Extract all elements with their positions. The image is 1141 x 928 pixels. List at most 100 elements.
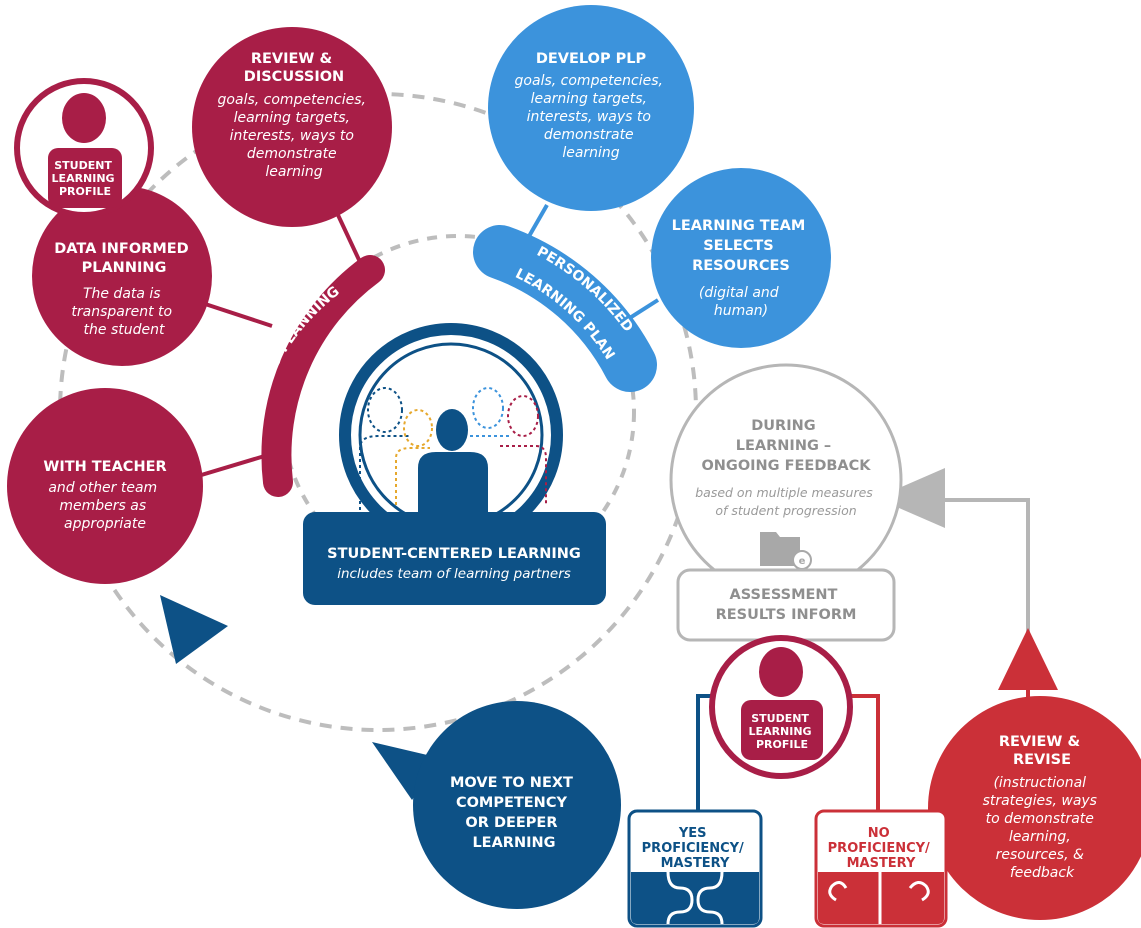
with-teacher-title: WITH TEACHER	[43, 459, 166, 475]
with-teacher-body-line2: members as	[59, 498, 146, 514]
review-revise-circle: REVIEW & REVISE (instructional strategie…	[928, 696, 1141, 920]
puzzle-piece-icon	[631, 872, 759, 924]
no-line1: NO	[868, 826, 890, 841]
center-title: STUDENT-CENTERED LEARNING	[327, 546, 581, 562]
review-discussion-title-line2: DISCUSSION	[244, 69, 344, 85]
review-discussion-body-line3: interests, ways to	[230, 128, 354, 144]
folder-icon: e	[760, 532, 812, 570]
with-teacher-body-line3: appropriate	[64, 516, 146, 532]
develop-plp-body-line2: learning targets,	[531, 91, 647, 107]
develop-plp-body-line3: interests, ways to	[527, 109, 651, 125]
svg-text:(instructional strategie: (instructional strategies, ways to demon…	[983, 775, 1102, 881]
svg-text:REVIEW & DISCUSSION: REVIEW & DISCUSSION	[244, 51, 344, 85]
review-revise-body-line1: (instructional	[993, 775, 1086, 791]
develop-plp-body-line4: demonstrate	[544, 127, 634, 143]
svg-text:STUDENT LEARNING P: STUDENT LEARNING PROFILE	[749, 712, 816, 751]
svg-text:STUDENT LEARNING P: STUDENT LEARNING PROFILE	[52, 159, 119, 198]
develop-plp-body-line5: learning	[562, 145, 619, 161]
review-discussion-body-line4: demonstrate	[247, 146, 337, 162]
data-informed-title-line2: PLANNING	[82, 260, 167, 276]
svg-text:(digital and human): (digital and human)	[699, 285, 783, 319]
svg-text:The data is transparent: The data is transparent to the student	[71, 286, 176, 338]
profile-head-icon-2	[759, 647, 803, 697]
data-informed-body-line1: The data is	[83, 286, 161, 302]
svg-text:and other team members a: and other team members as appropriate	[48, 480, 161, 532]
arrow-up-left-icon	[160, 595, 228, 664]
data-informed-title-line1: DATA INFORMED	[54, 241, 188, 257]
review-revise-title-line1: REVIEW &	[999, 734, 1081, 750]
with-teacher-body-line1: and other team	[48, 480, 157, 496]
develop-plp-title: DEVELOP PLP	[536, 51, 647, 67]
student-figure-icon	[418, 409, 488, 520]
svg-text:e: e	[799, 556, 806, 567]
center-subtitle: includes team of learning partners	[337, 566, 571, 582]
svg-text:NO PROFICIENCY/ MA: NO PROFICIENCY/ MASTERY	[828, 826, 935, 871]
no-proficiency-box: NO PROFICIENCY/ MASTERY	[814, 809, 948, 928]
review-discussion-body-line5: learning	[265, 164, 322, 180]
student-profile-bottom-line1: STUDENT	[751, 712, 809, 725]
during-learning-body-line2: of student progression	[715, 503, 856, 518]
learning-team-circle: LEARNING TEAM SELECTS RESOURCES (digital…	[651, 168, 831, 348]
profile-head-icon	[62, 93, 106, 143]
review-revise-body-line6: feedback	[1010, 865, 1075, 881]
yes-line1: YES	[678, 826, 707, 841]
student-profile-bottom-line2: LEARNING	[749, 725, 812, 738]
assessment-line1: ASSESSMENT	[729, 587, 837, 603]
review-revise-body-line2: strategies, ways	[983, 793, 1097, 809]
during-learning-title-line2: LEARNING –	[736, 438, 831, 454]
profile-card	[48, 148, 122, 208]
yes-proficiency-box: YES PROFICIENCY/ MASTERY	[627, 809, 763, 928]
review-revise-body-line3: to demonstrate	[986, 811, 1094, 827]
arrow-up-icon	[998, 628, 1058, 690]
move-next-line3: OR DEEPER	[465, 815, 557, 831]
svg-text:goals, competencies, lea: goals, competencies, learning targets, i…	[515, 73, 668, 161]
svg-text:YES PROFICIENCY/ M: YES PROFICIENCY/ MASTERY	[642, 826, 749, 871]
student-profile-top-line3: PROFILE	[59, 185, 111, 198]
review-revise-body-line5: resources, &	[996, 847, 1084, 863]
svg-text:goals, competencies, lea: goals, competencies, learning targets, i…	[218, 92, 371, 180]
learning-partners-icon	[359, 387, 547, 510]
svg-text:LEARNING TEAM SELECTS: LEARNING TEAM SELECTS RESOURCES	[672, 218, 811, 274]
review-discussion-body-line1: goals, competencies,	[218, 92, 366, 108]
arrow-left-icon	[876, 468, 945, 528]
svg-text:DURING LEARNING –: DURING LEARNING – ONGOING FEEDBACK	[701, 418, 871, 474]
move-next-circle: MOVE TO NEXT COMPETENCY OR DEEPER LEARNI…	[413, 701, 621, 909]
profile-card-2	[741, 700, 823, 760]
develop-plp-body-line1: goals, competencies,	[515, 73, 663, 89]
move-next-line2: COMPETENCY	[456, 795, 568, 811]
learning-team-title-line2: SELECTS	[703, 238, 773, 254]
center-box: STUDENT-CENTERED LEARNING includes team …	[303, 512, 606, 605]
learning-team-title-line1: LEARNING TEAM	[672, 218, 806, 234]
during-learning-title-line3: ONGOING FEEDBACK	[701, 458, 871, 474]
no-line2: PROFICIENCY/	[828, 841, 930, 856]
co-planning-band	[261, 255, 385, 497]
svg-text:ASSESSMENT RESULTS INFOR: ASSESSMENT RESULTS INFORM	[716, 587, 857, 623]
with-teacher-circle: WITH TEACHER and other team members as a…	[7, 388, 203, 584]
svg-text:DATA INFORMED PLANNING: DATA INFORMED PLANNING	[54, 241, 194, 276]
plp-band	[473, 225, 657, 392]
center-portrait	[339, 323, 563, 547]
arrow-up-left-icon-2	[372, 742, 440, 800]
move-next-line4: LEARNING	[472, 835, 555, 851]
data-informed-body-line2: transparent to	[71, 304, 172, 320]
no-line3: MASTERY	[847, 856, 916, 871]
svg-text:based on multiple measures: based on multiple measures of student pr…	[695, 485, 877, 518]
review-discussion-title-line1: REVIEW &	[251, 51, 333, 67]
svg-text:REVIEW & REVISE: REVIEW & REVISE	[999, 734, 1085, 768]
review-revise-body-line4: learning,	[1009, 829, 1071, 845]
svg-text:MOVE TO NEXT COMPETENCY: MOVE TO NEXT COMPETENCY OR DEEPER LEARNI…	[450, 775, 578, 851]
data-informed-circle: DATA INFORMED PLANNING The data is trans…	[32, 186, 212, 366]
student-profile-bottom-line3: PROFILE	[756, 738, 808, 751]
during-learning-circle: DURING LEARNING – ONGOING FEEDBACK based…	[669, 363, 903, 597]
student-profile-bottom: STUDENT LEARNING PROFILE	[709, 635, 853, 779]
assessment-line2: RESULTS INFORM	[716, 607, 857, 623]
student-profile-top: STUDENT LEARNING PROFILE	[14, 78, 154, 218]
yes-line2: PROFICIENCY/	[642, 841, 744, 856]
during-learning-body-line1: based on multiple measures	[695, 485, 873, 500]
learning-team-body-line1: (digital and	[699, 285, 779, 301]
data-informed-body-line3: the student	[84, 322, 165, 338]
move-next-line1: MOVE TO NEXT	[450, 775, 573, 791]
develop-plp-circle: DEVELOP PLP goals, competencies, learnin…	[488, 5, 694, 211]
review-revise-title-line2: REVISE	[1013, 752, 1071, 768]
